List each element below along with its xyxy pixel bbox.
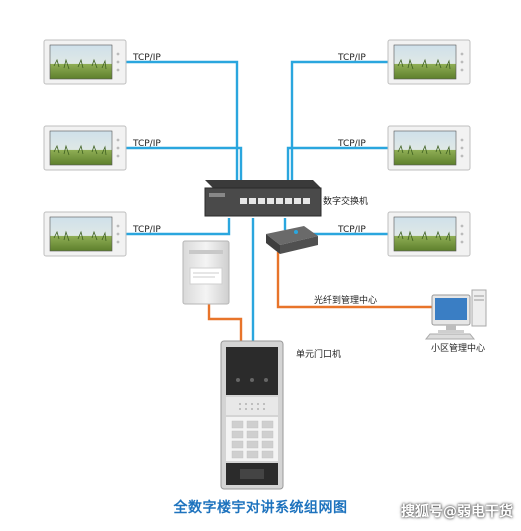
unit-door-station-label: 单元门口机 — [296, 350, 342, 360]
cable-right-1 — [290, 60, 391, 180]
cable-left-3 — [126, 218, 231, 236]
watermark: 搜狐号@弱电干货 — [401, 504, 513, 520]
tcp-ip-label: TCP/IP — [133, 139, 161, 149]
tcp-ip-cables — [126, 60, 391, 348]
cable-left-2 — [126, 146, 243, 180]
fiber-link-label: 光纤到管理中心 — [314, 296, 378, 306]
indoor-monitor-icon — [387, 39, 471, 85]
door-station-icon — [220, 340, 284, 490]
orange-cables — [207, 252, 432, 348]
cable-left-1 — [126, 60, 239, 180]
tcp-ip-label: TCP/IP — [338, 139, 366, 149]
community-center-label: 小区管理中心 — [431, 344, 486, 354]
diagram-title: 全数字楼宇对讲系统组网图 — [173, 500, 348, 516]
tcp-ip-label: TCP/IP — [133, 53, 161, 63]
indoor-monitor-icon — [43, 39, 127, 85]
computer-icon — [424, 289, 487, 340]
tcp-ip-label: TCP/IP — [338, 53, 366, 63]
power-supply-icon — [182, 240, 230, 305]
power-cable — [207, 304, 243, 348]
indoor-monitor-icon — [43, 211, 127, 257]
media-converter-icon — [266, 226, 318, 254]
tcp-ip-label: TCP/IP — [338, 225, 366, 235]
fiber-cable — [276, 252, 432, 309]
digital-switch-label: 数字交换机 — [323, 197, 369, 207]
cable-right-2 — [286, 146, 391, 180]
tcp-ip-label: TCP/IP — [133, 225, 161, 235]
indoor-monitor-icon — [387, 125, 471, 171]
network-switch-icon — [204, 180, 322, 217]
indoor-monitor-icon — [387, 211, 471, 257]
indoor-monitor-icon — [43, 125, 127, 171]
